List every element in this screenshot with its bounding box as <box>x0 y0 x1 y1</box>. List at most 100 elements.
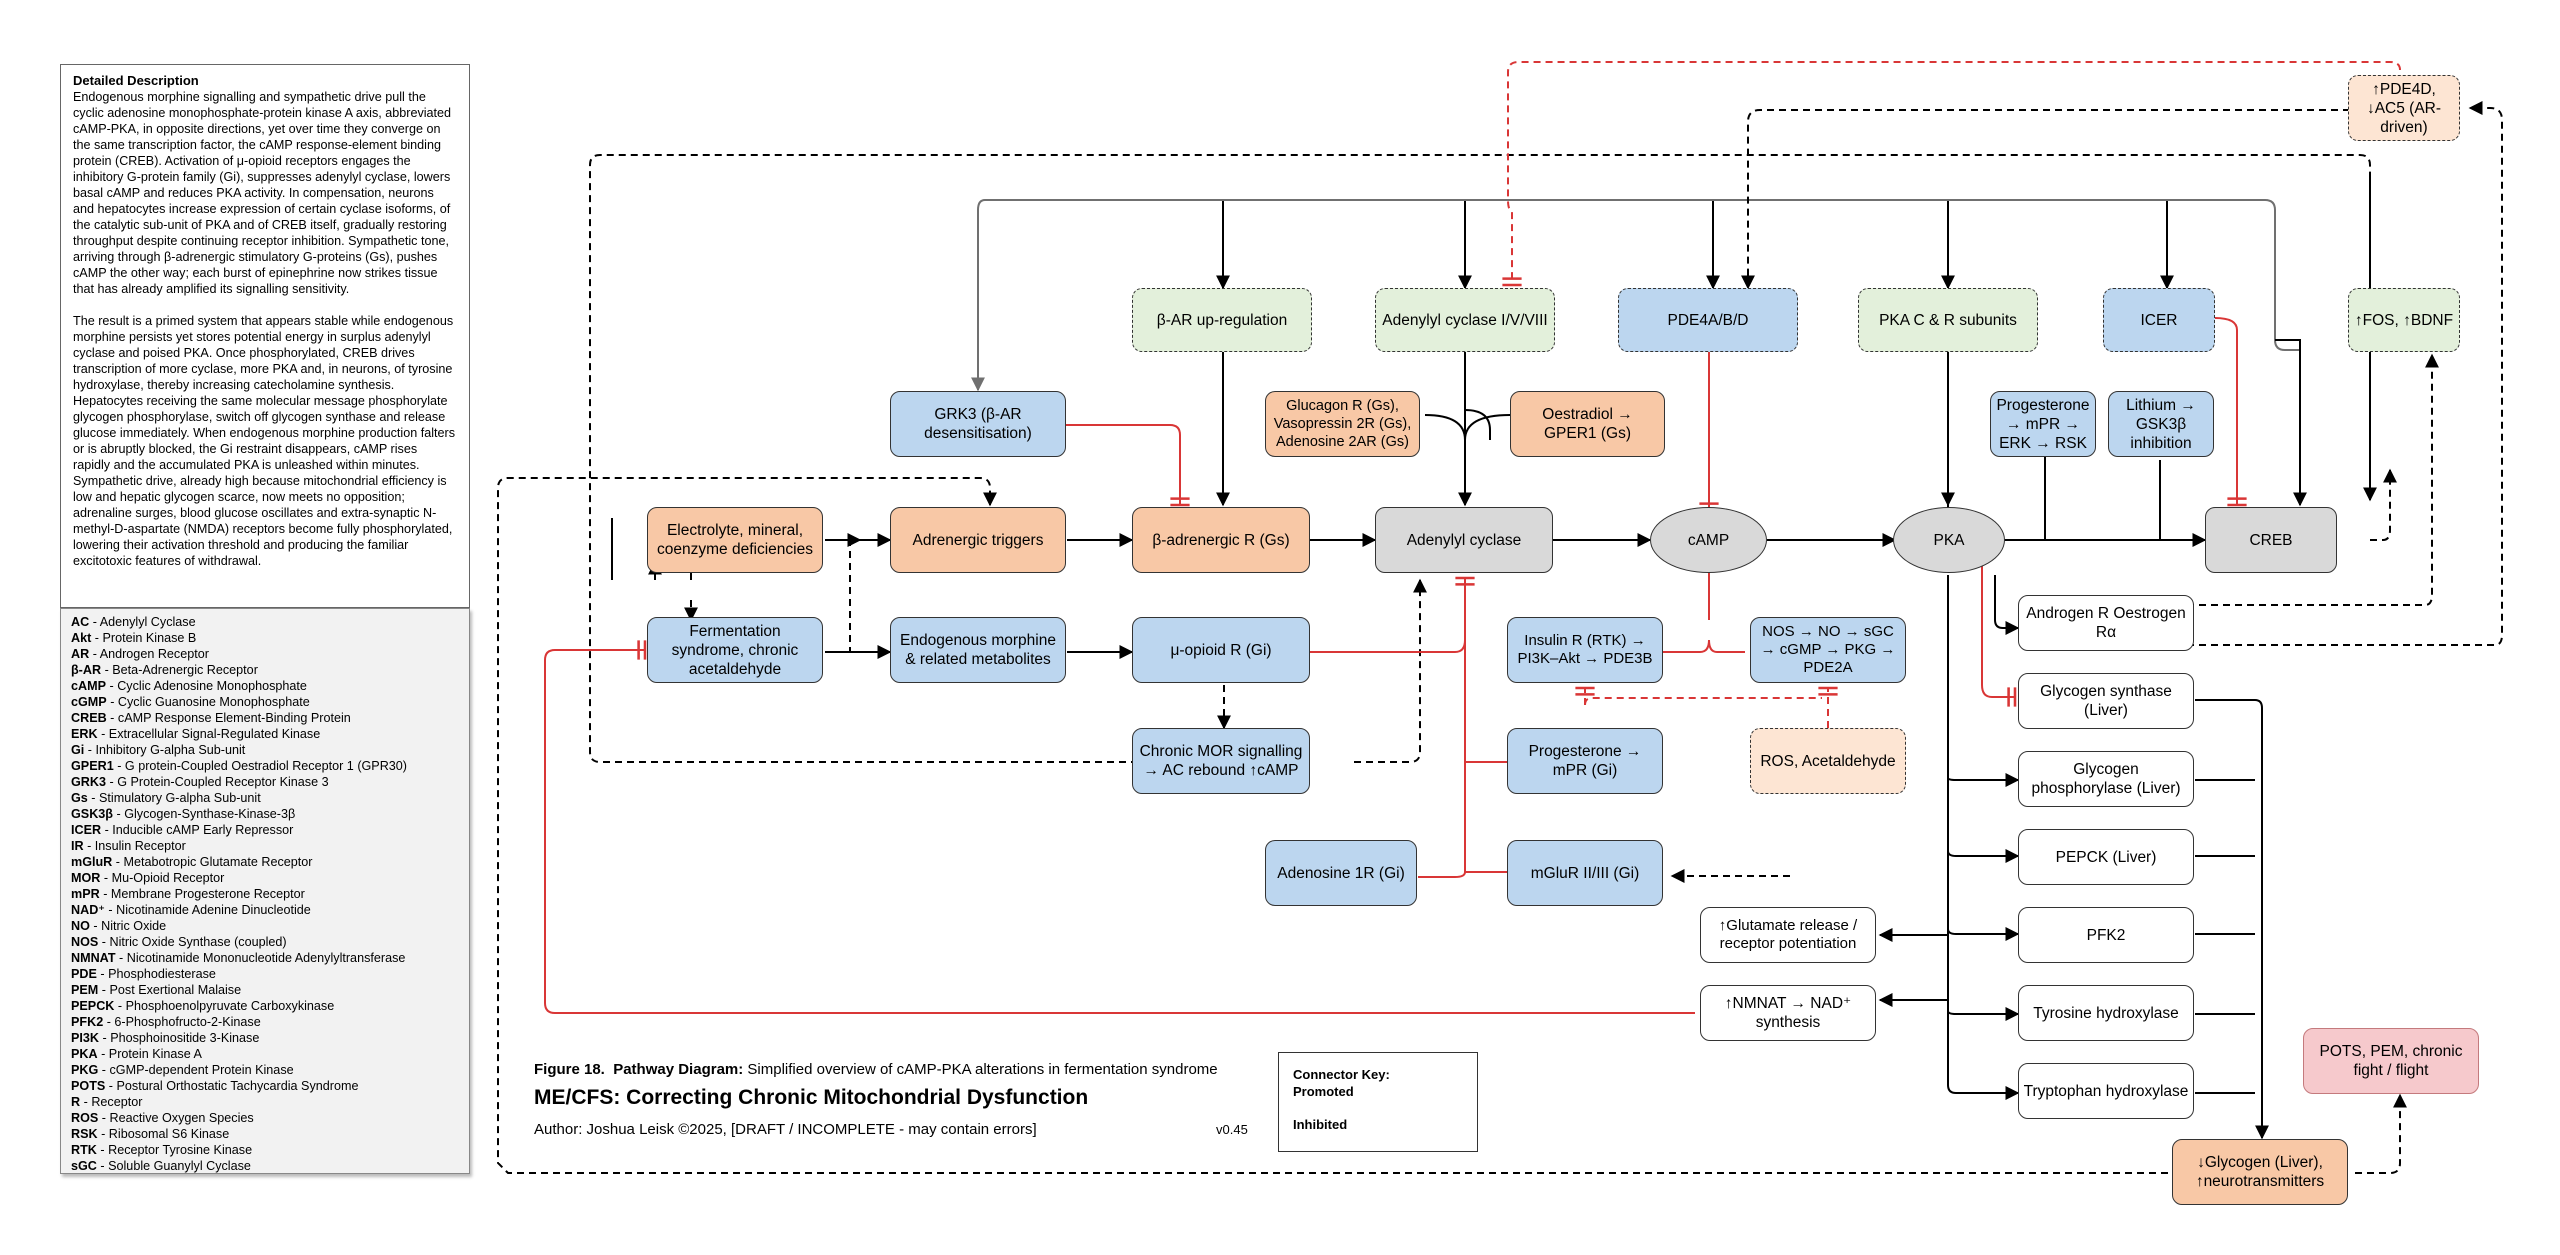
abbreviation-row: PEPCK - Phosphoenolpyruvate Carboxykinas… <box>71 998 459 1014</box>
abbreviation-row: CREB - cAMP Response Element-Binding Pro… <box>71 710 459 726</box>
abbreviation-separator: - <box>84 743 96 757</box>
abbreviation-separator: - <box>87 791 100 805</box>
node-lithium-gsk3b: Lithium → GSK3β inhibition <box>2108 391 2214 457</box>
abbreviation-text: Cyclic Adenosine Monophosphate <box>117 679 307 693</box>
abbreviation-row: NOS - Nitric Oxide Synthase (coupled) <box>71 934 459 950</box>
node-pfk2: PFK2 <box>2018 907 2194 963</box>
node-adenosine-1r: Adenosine 1R (Gi) <box>1265 840 1417 906</box>
abbreviation-key: NO <box>71 919 90 933</box>
abbreviation-text: Protein Kinase B <box>102 631 197 645</box>
abbreviation-row: ROS - Reactive Oxygen Species <box>71 1110 459 1126</box>
abbreviation-key: mGluR <box>71 855 113 869</box>
abbreviation-text: Soluble Guanylyl Cyclase <box>108 1159 251 1173</box>
abbreviation-separator: - <box>106 695 118 709</box>
node-pde4d-ac5: ↑PDE4D, ↓AC5 (AR-driven) <box>2348 75 2460 141</box>
abbreviation-row: RTK - Receptor Tyrosine Kinase <box>71 1142 459 1158</box>
abbreviation-key: R <box>71 1095 81 1109</box>
node-glycogen-neurotransmitters: ↓Glycogen (Liver), ↑neurotransmitters <box>2172 1139 2348 1205</box>
abbreviation-text: Glycogen-Synthase-Kinase-3β <box>124 807 296 821</box>
abbreviation-row: GPER1 - G protein-Coupled Oestradiol Rec… <box>71 758 459 774</box>
abbreviation-separator: - <box>106 775 118 789</box>
abbreviation-text: Metabotropic Glutamate Receptor <box>123 855 313 869</box>
abbreviation-text: Ribosomal S6 Kinase <box>108 1127 230 1141</box>
abbreviation-separator: - <box>89 919 102 933</box>
abbreviation-key: PFK2 <box>71 1015 104 1029</box>
node-nmnat-nad: ↑NMNAT → NAD⁺ synthesis <box>1700 985 1876 1041</box>
node-electrolyte-deficiencies: Electrolyte, mineral, coenzyme deficienc… <box>647 507 823 573</box>
abbreviation-key: PEPCK <box>71 999 115 1013</box>
abbreviation-key: GRK3 <box>71 775 106 789</box>
grey-top-line <box>985 199 2300 351</box>
description-title: Detailed Description <box>73 73 199 88</box>
abbreviation-text: Reactive Oxygen Species <box>109 1111 254 1125</box>
abbreviation-key: PI3K <box>71 1031 99 1045</box>
abbreviation-separator: - <box>112 807 125 821</box>
node-grk3: GRK3 (β-AR desensitisation) <box>890 391 1066 457</box>
abbreviation-separator: - <box>106 711 118 725</box>
abbreviation-text: 6-Phosphofructo-2-Kinase <box>114 1015 261 1029</box>
abbreviation-separator: - <box>80 1095 92 1109</box>
abbreviation-row: GRK3 - G Protein-Coupled Receptor Kinase… <box>71 774 459 790</box>
abbreviation-key: Akt <box>71 631 92 645</box>
abbreviation-key: NOS <box>71 935 99 949</box>
abbreviation-key: PKA <box>71 1047 98 1061</box>
abbreviation-key: PKG <box>71 1063 99 1077</box>
detailed-description: Detailed Description Endogenous morphine… <box>60 64 470 608</box>
node-tryptophan-hydroxylase: Tryptophan hydroxylase <box>2018 1063 2194 1119</box>
node-glycogen-synthase: Glycogen synthase (Liver) <box>2018 673 2194 729</box>
abbreviation-row: GSK3β - Glycogen-Synthase-Kinase-3β <box>71 806 459 822</box>
abbreviation-separator: - <box>83 839 95 853</box>
node-tyrosine-hydroxylase: Tyrosine hydroxylase <box>2018 985 2194 1041</box>
abbreviation-separator: - <box>96 1159 109 1173</box>
abbreviation-separator: - <box>115 951 127 965</box>
node-adrenergic-triggers: Adrenergic triggers <box>890 507 1066 573</box>
abbreviation-key: CREB <box>71 711 107 725</box>
abbreviation-row: sGC - Soluble Guanylyl Cyclase <box>71 1158 459 1174</box>
abbreviation-key: Gi <box>71 743 85 757</box>
abbreviation-row: mPR - Membrane Progesterone Receptor <box>71 886 459 902</box>
key-promoted-label: Promoted <box>1293 1084 1354 1099</box>
abbreviation-row: MOR - Mu-Opioid Receptor <box>71 870 459 886</box>
node-glucagon-vasopressin-adenosine: Glucagon R (Gs), Vasopressin 2R (Gs), Ad… <box>1265 391 1420 457</box>
abbreviation-text: Stimulatory G-alpha Sub-unit <box>99 791 261 805</box>
abbreviation-text: Receptor Tyrosine Kinase <box>108 1143 253 1157</box>
abbreviation-separator: - <box>101 823 113 837</box>
node-pka-subunits: PKA C & R subunits <box>1858 288 2038 352</box>
dashed-inhibit <box>1502 61 2401 728</box>
abbreviation-separator: - <box>97 727 109 741</box>
figure-caption-text: Simplified overview of cAMP-PKA alterati… <box>747 1061 1218 1078</box>
abbreviation-text: Phosphodiesterase <box>108 967 216 981</box>
node-endogenous-morphine: Endogenous morphine & related metabolite… <box>890 617 1066 683</box>
node-progesterone-mpr: Progesterone → mPR (Gi) <box>1507 728 1663 794</box>
abbreviation-text: Extracellular Signal-Regulated Kinase <box>108 727 321 741</box>
abbreviation-key: POTS <box>71 1079 106 1093</box>
abbreviation-row: Gs - Stimulatory G-alpha Sub-unit <box>71 790 459 806</box>
abbreviation-key: GSK3β <box>71 807 113 821</box>
abbreviation-row: Akt - Protein Kinase B <box>71 630 459 646</box>
node-chronic-mor-signalling: Chronic MOR signalling → AC rebound ↑cAM… <box>1132 728 1310 794</box>
abbreviation-text: Inducible cAMP Early Repressor <box>112 823 294 837</box>
abbreviation-row: PI3K - Phosphoinositide 3-Kinase <box>71 1030 459 1046</box>
node-camp: cAMP <box>1650 507 1767 573</box>
abbreviation-separator: - <box>104 903 117 917</box>
abbreviation-text: Beta-Adrenergic Receptor <box>112 663 258 677</box>
node-pka: PKA <box>1893 507 2005 573</box>
author-line: Author: Joshua Leisk ©2025, [DRAFT / INC… <box>534 1121 1037 1138</box>
abbreviation-separator: - <box>89 647 100 661</box>
abbreviation-text: Postural Orthostatic Tachycardia Syndrom… <box>116 1079 359 1093</box>
abbreviation-key: PDE <box>71 967 97 981</box>
abbreviation-separator: - <box>99 887 111 901</box>
node-glycogen-phosphorylase: Glycogen phosphorylase (Liver) <box>2018 751 2194 807</box>
abbreviation-separator: - <box>98 983 110 997</box>
abbreviation-separator: - <box>98 935 110 949</box>
node-adenylyl-cyclase-isoforms: Adenylyl cyclase I/V/VIII <box>1375 288 1555 352</box>
node-pde4: PDE4A/B/D <box>1618 288 1798 352</box>
abbreviation-text: Phosphoenolpyruvate Carboxykinase <box>125 999 335 1013</box>
abbreviation-text: cGMP-dependent Protein Kinase <box>109 1063 294 1077</box>
abbreviation-row: PEM - Post Exertional Malaise <box>71 982 459 998</box>
abbreviation-separator: - <box>114 999 126 1013</box>
abbreviation-row: AR - Androgen Receptor <box>71 646 459 662</box>
pka-to-grk3 <box>971 199 986 392</box>
abbreviation-row: AC - Adenylyl Cyclase <box>71 614 459 630</box>
